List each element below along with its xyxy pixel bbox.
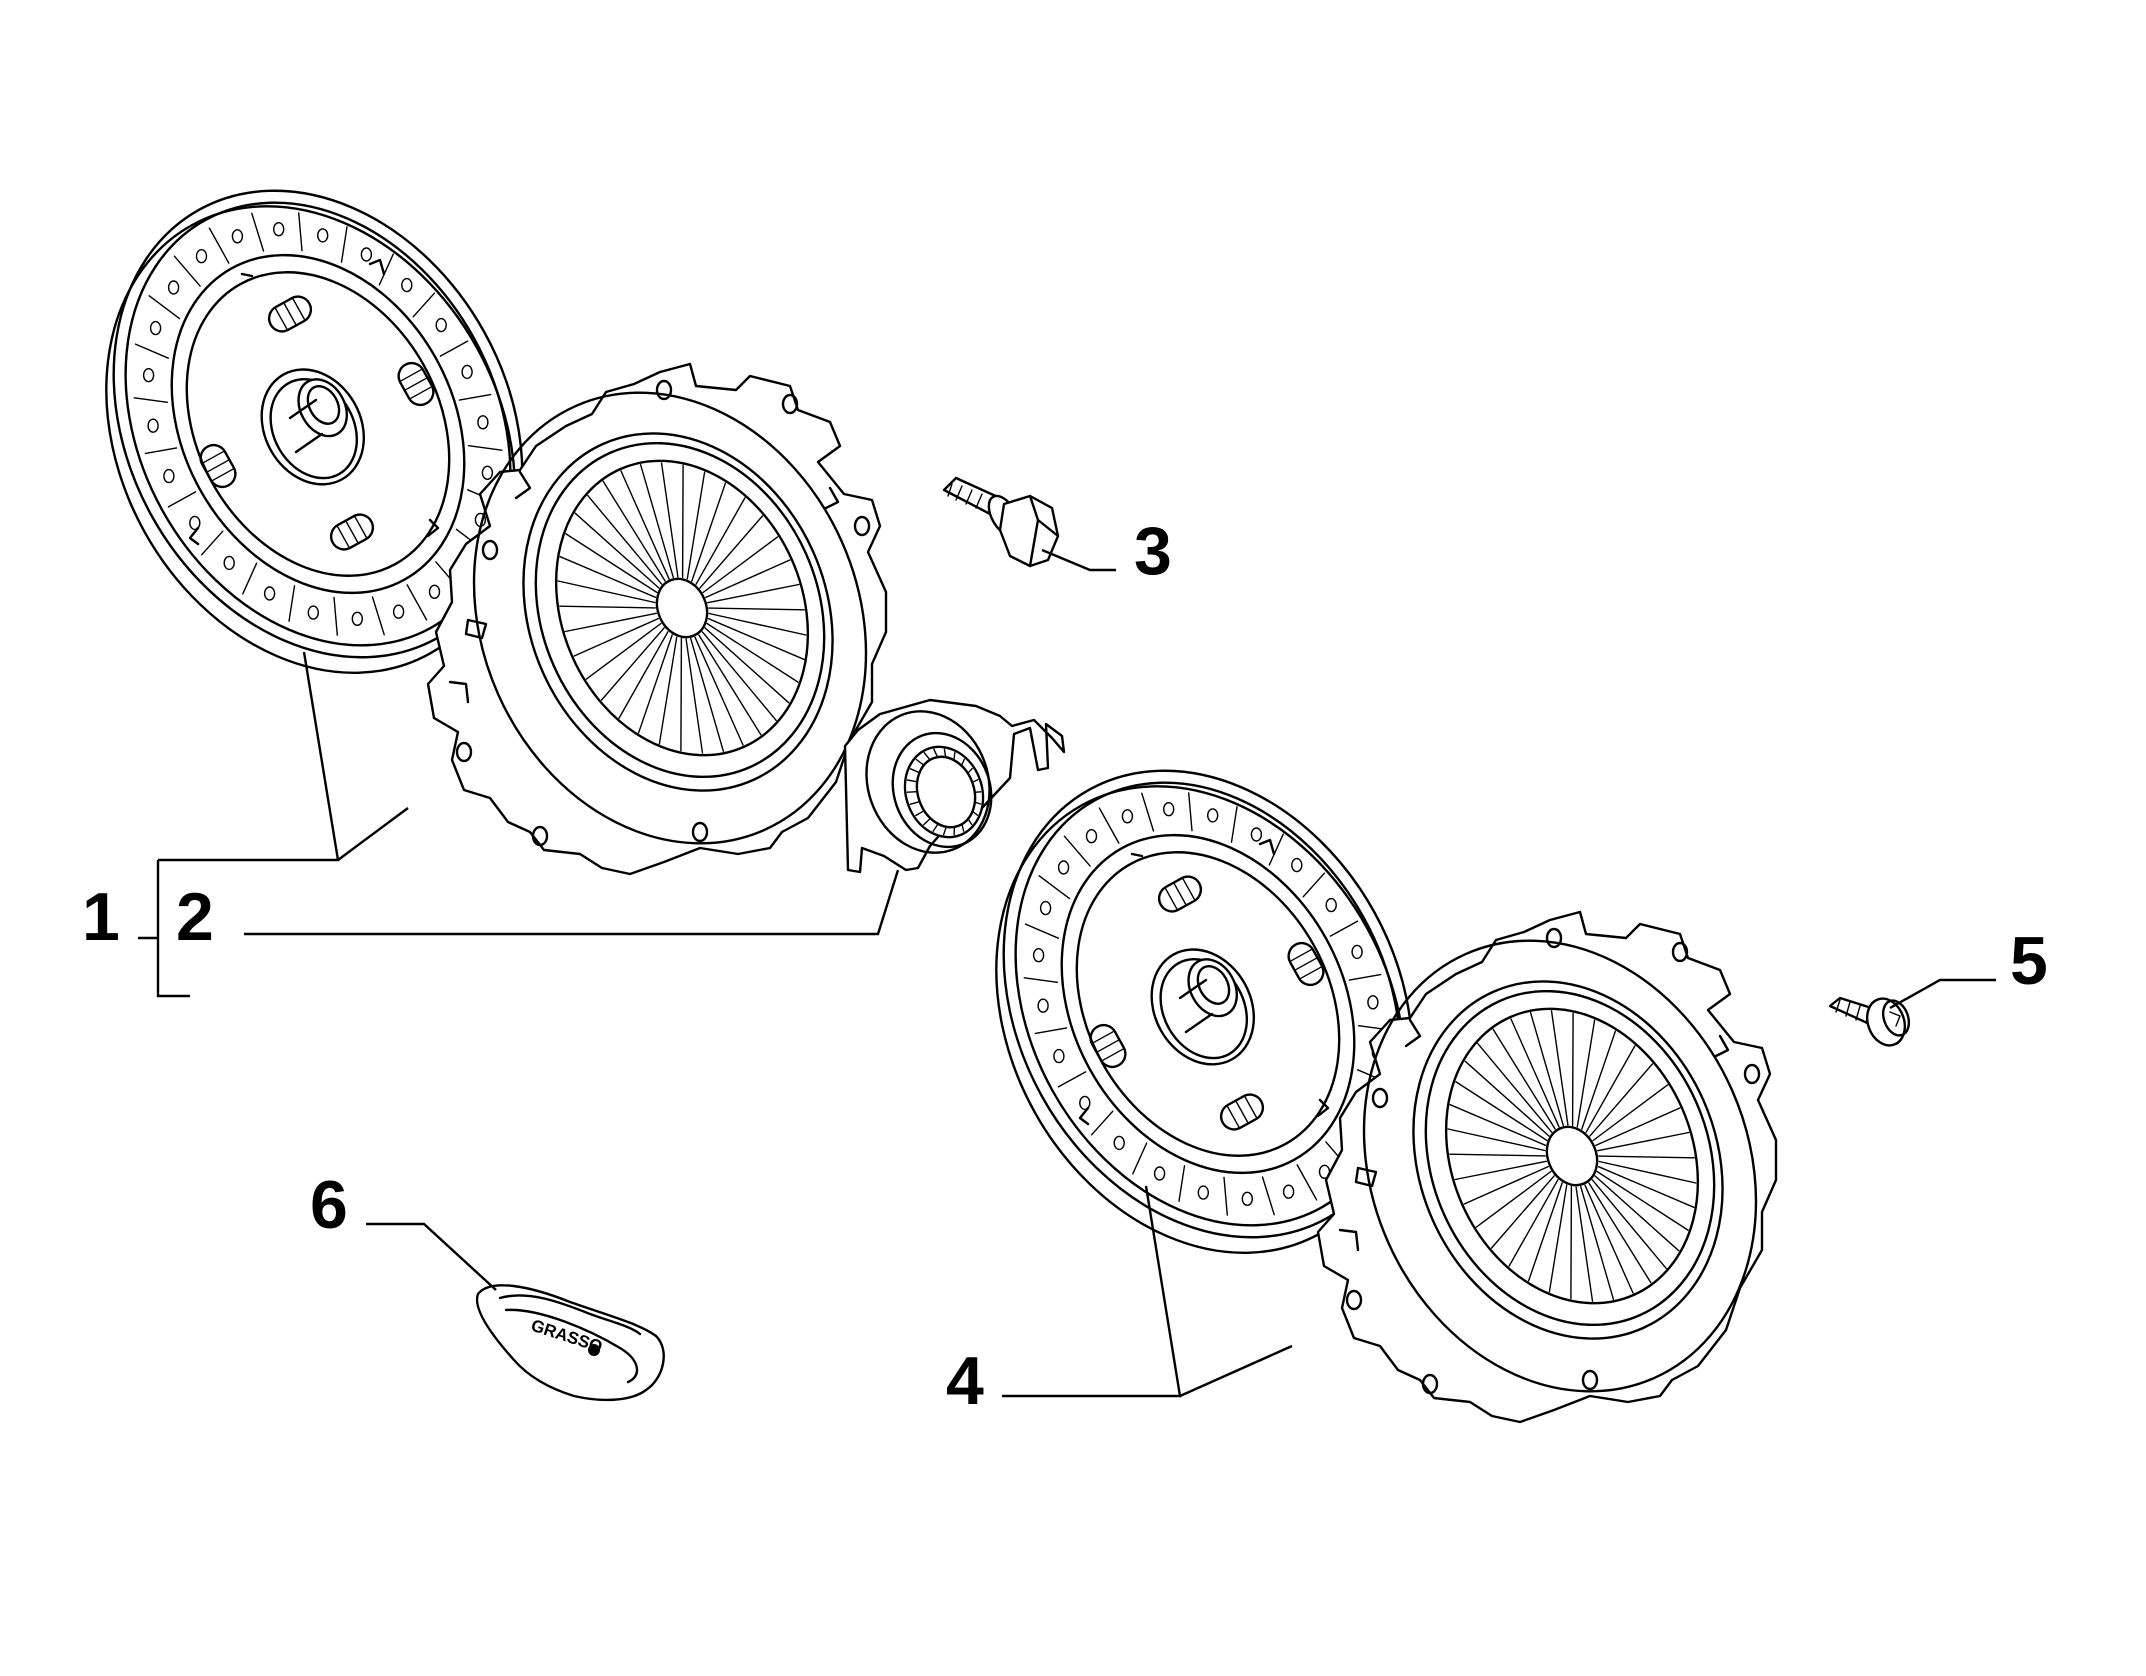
callout-1: 1 (82, 879, 120, 955)
callout-6: 6 (310, 1167, 348, 1243)
bolt-item-3 (942, 476, 1060, 568)
release-bearing (843, 698, 1066, 874)
screw-item-5 (1828, 996, 1911, 1047)
grease-dot-icon (588, 1344, 600, 1356)
callout-4: 4 (946, 1343, 984, 1419)
callout-2: 2 (176, 879, 214, 955)
grease-sachet-item-6: GRASSO (475, 1284, 665, 1402)
callouts: 1 2 3 4 5 6 (82, 513, 2048, 1419)
leader-lines (138, 548, 1996, 1398)
callout-3: 3 (1134, 513, 1172, 589)
callout-5: 5 (2010, 923, 2048, 999)
